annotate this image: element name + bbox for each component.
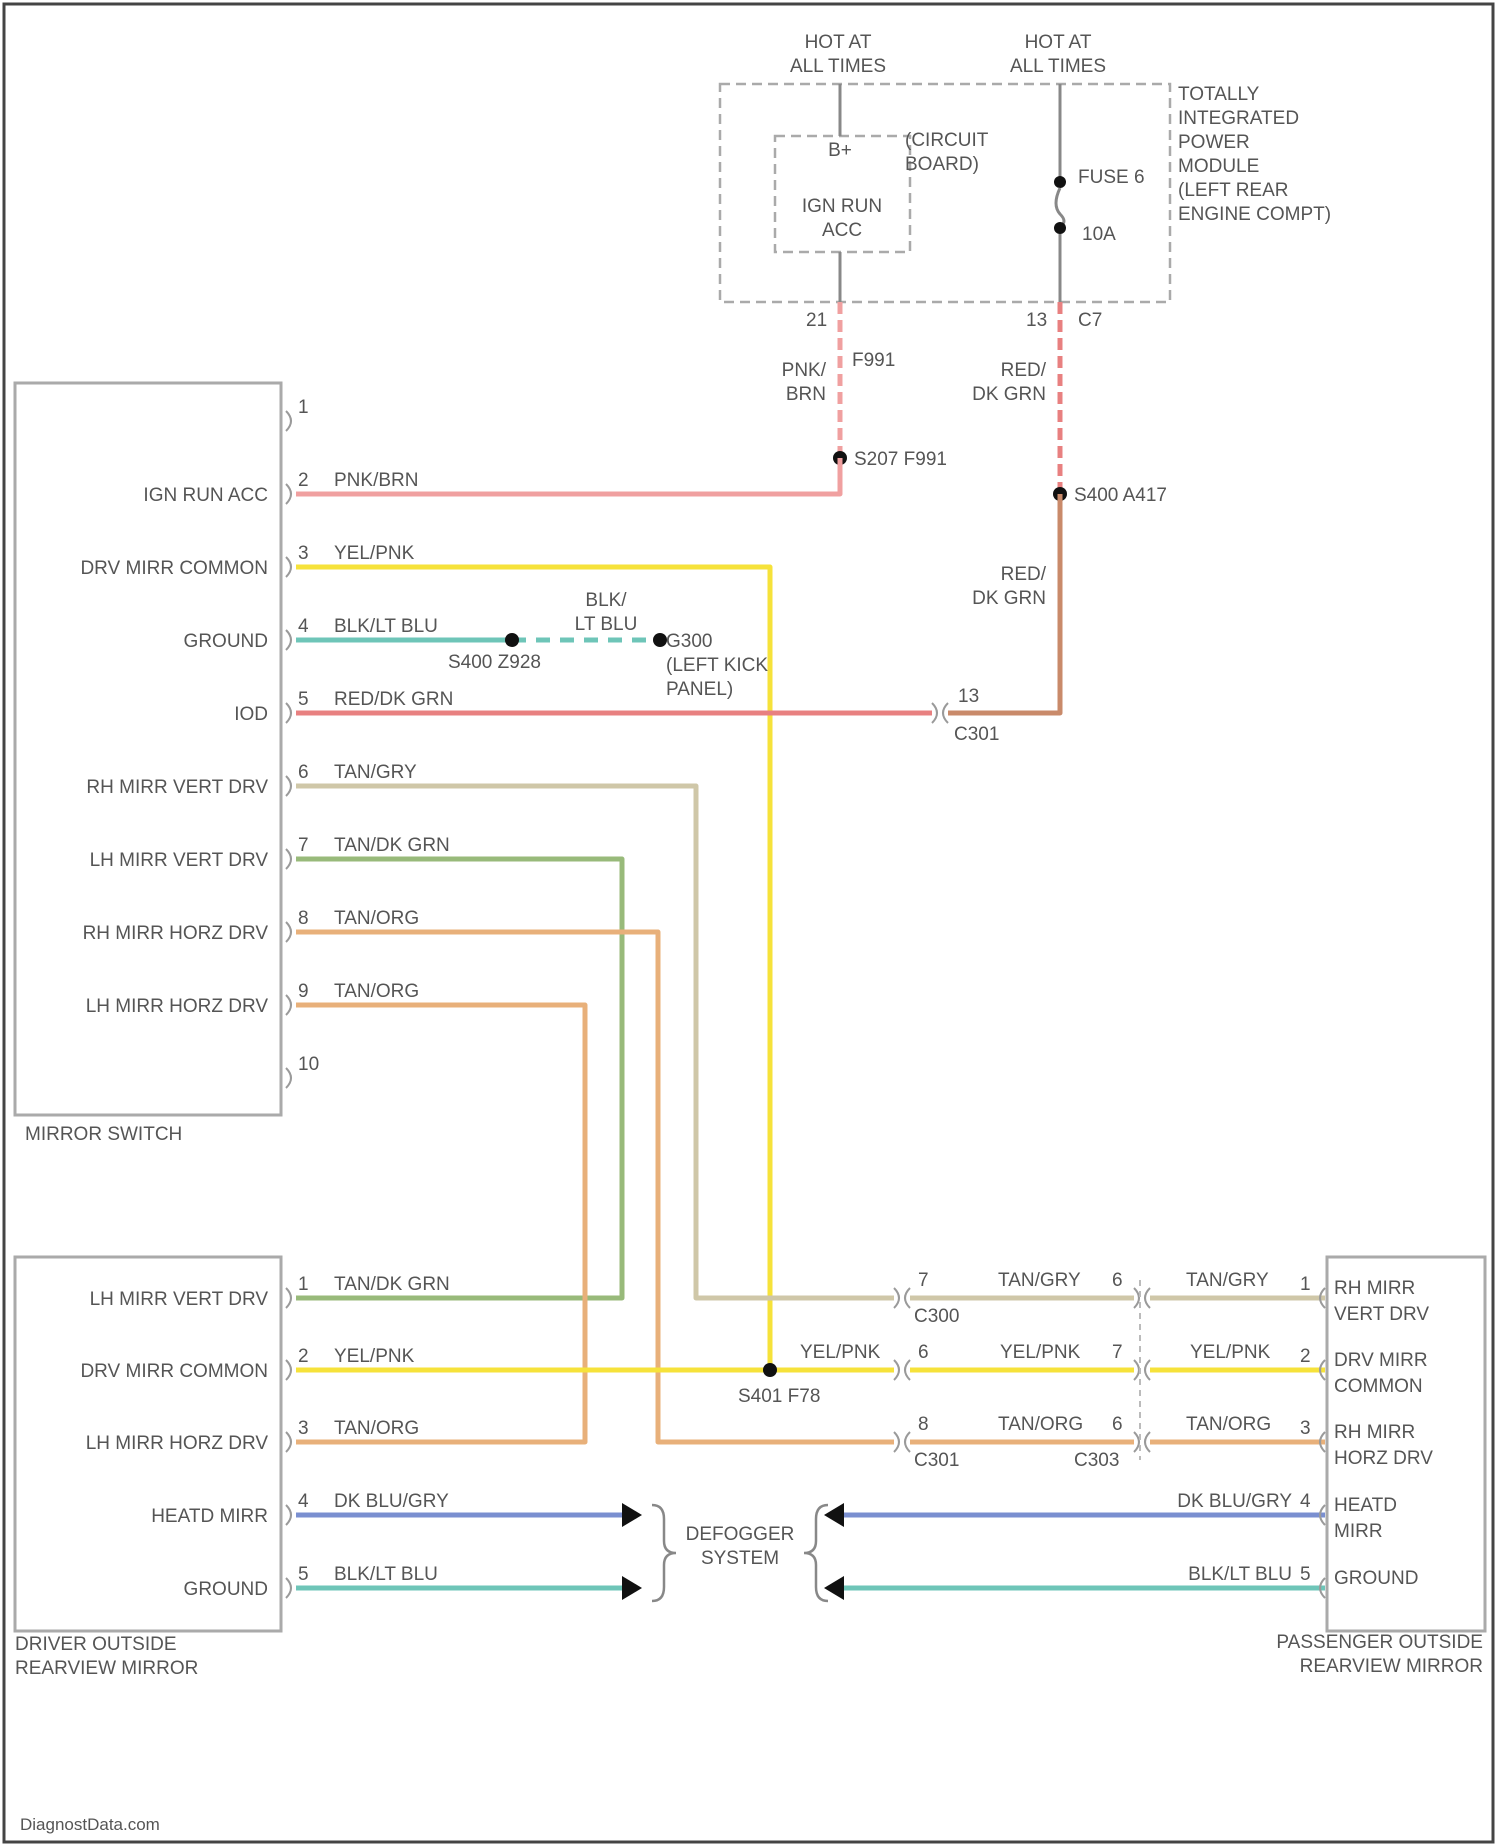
passenger-mirror-wire-color: DK BLU/GRY (1177, 1491, 1292, 1512)
fuse-label: FUSE 6 (1078, 167, 1145, 188)
c300-label: C300 (914, 1306, 959, 1327)
mirror-switch-wire-color: TAN/ORG (334, 908, 419, 929)
passenger-mirror-pin-name: GROUND (1334, 1568, 1418, 1589)
mirror-switch-pin-name: DRV MIRR COMMON (80, 558, 268, 579)
c303-label: C303 (1074, 1450, 1119, 1471)
c301-b-label: C301 (914, 1450, 959, 1471)
driver-mirror-pin-name: HEATD MIRR (151, 1506, 268, 1527)
driver-mirror-pin-number: 4 (298, 1491, 309, 1512)
mirror-switch-pin-number: 4 (298, 616, 309, 637)
driver-mirror-wire-color: DK BLU/GRY (334, 1491, 449, 1512)
passenger-mirror-wire-color: BLK/LT BLU (1188, 1564, 1292, 1585)
row2-pin-c: 7 (1112, 1342, 1123, 1363)
splice-s400-z928-label: S400 Z928 (448, 652, 541, 673)
driver-mirror-pin-number: 5 (298, 1564, 309, 1585)
row2-wire-b: YEL/PNK (1000, 1342, 1081, 1363)
mirror-switch-wire-color: PNK/BRN (334, 470, 418, 491)
driver-mirror-pin-name: DRV MIRR COMMON (80, 1361, 268, 1382)
row1-wire-b: TAN/GRY (998, 1270, 1081, 1291)
splice-s400-label: S400 A417 (1074, 485, 1167, 506)
splice-s400-z928 (505, 633, 519, 647)
f991-code-label: F991 (852, 350, 895, 371)
passenger-mirror-pin-number: 2 (1300, 1346, 1311, 1367)
mirror-switch-pin-number: 9 (298, 981, 309, 1002)
splice-s401 (763, 1363, 777, 1377)
row3-pin-a: 8 (918, 1414, 929, 1435)
passenger-mirror-pin-number: 4 (1300, 1491, 1311, 1512)
mirror-switch-pin-name: RH MIRR HORZ DRV (83, 923, 269, 944)
connector-c7-label: C7 (1078, 310, 1102, 331)
footer-watermark: DiagnostData.com (20, 1815, 160, 1834)
mirror-switch-pin-number: 7 (298, 835, 309, 856)
splice-s207-label: S207 F991 (854, 449, 947, 470)
ground-g300 (653, 633, 667, 647)
row1-pin-a: 7 (918, 1270, 929, 1291)
fuse-amps-label: 10A (1082, 224, 1116, 245)
driver-mirror-wire-color: YEL/PNK (334, 1346, 415, 1367)
fuse-terminal-bottom (1054, 222, 1066, 234)
mirror-switch-title: MIRROR SWITCH (25, 1124, 182, 1145)
mirror-switch-wire-color: BLK/LT BLU (334, 616, 438, 637)
row3-pin-c: 6 (1112, 1414, 1123, 1435)
driver-mirror-wire-color: TAN/ORG (334, 1418, 419, 1439)
driver-mirror-pin-name: GROUND (184, 1579, 268, 1600)
row1-pin-c: 6 (1112, 1270, 1123, 1291)
mirror-switch-wire-color: RED/DK GRN (334, 689, 453, 710)
pin-21-label: 21 (806, 310, 827, 331)
driver-mirror-wire-color: BLK/LT BLU (334, 1564, 438, 1585)
mirror-switch-wire-color: TAN/DK GRN (334, 835, 450, 856)
bplus-label: B+ (828, 140, 852, 161)
driver-mirror-pin-name: LH MIRR VERT DRV (90, 1289, 269, 1310)
passenger-mirror-pin-number: 5 (1300, 1564, 1311, 1585)
c301-pin-label: 13 (958, 686, 979, 707)
mirror-switch-wire-color: TAN/GRY (334, 762, 417, 783)
driver-mirror-pin-number: 1 (298, 1274, 309, 1295)
mirror-switch-pin-name: LH MIRR VERT DRV (90, 850, 269, 871)
passenger-mirror-pin-number: 3 (1300, 1418, 1311, 1439)
mirror-switch-pin-number: 6 (298, 762, 309, 783)
mirror-switch-pin-name: IOD (234, 704, 268, 725)
mirror-switch-pin-number: 10 (298, 1054, 319, 1075)
pin-13-label: 13 (1026, 310, 1047, 331)
row2-wire-d: YEL/PNK (1190, 1342, 1271, 1363)
passenger-mirror-pin-number: 1 (1300, 1274, 1311, 1295)
mirror-switch-wire-color: TAN/ORG (334, 981, 419, 1002)
mirror-switch-pin-name: IGN RUN ACC (143, 485, 268, 506)
mirror-switch-wire-color: YEL/PNK (334, 543, 415, 564)
mirror-switch-pin-number: 5 (298, 689, 309, 710)
mirror-switch-pin-number: 8 (298, 908, 309, 929)
row1-wire-d: TAN/GRY (1186, 1270, 1269, 1291)
driver-mirror-pin-name: LH MIRR HORZ DRV (86, 1433, 269, 1454)
yel-pnk-mid-label: YEL/PNK (800, 1342, 881, 1363)
driver-mirror-wire-color: TAN/DK GRN (334, 1274, 450, 1295)
mirror-switch-pin-number: 3 (298, 543, 309, 564)
row3-wire-d: TAN/ORG (1186, 1414, 1271, 1435)
c301-label: C301 (954, 724, 999, 745)
row2-pin-a: 6 (918, 1342, 929, 1363)
driver-mirror-pin-number: 2 (298, 1346, 309, 1367)
mirror-switch-pin-number: 1 (298, 397, 309, 418)
row3-wire-b: TAN/ORG (998, 1414, 1083, 1435)
mirror-switch-pin-name: GROUND (184, 631, 268, 652)
mirror-switch-pin-name: LH MIRR HORZ DRV (86, 996, 269, 1017)
splice-s401-label: S401 F78 (738, 1386, 820, 1407)
driver-mirror-pin-number: 3 (298, 1418, 309, 1439)
mirror-switch-pin-number: 2 (298, 470, 309, 491)
fuse-terminal-top (1054, 176, 1066, 188)
mirror-switch-pin-name: RH MIRR VERT DRV (86, 777, 268, 798)
